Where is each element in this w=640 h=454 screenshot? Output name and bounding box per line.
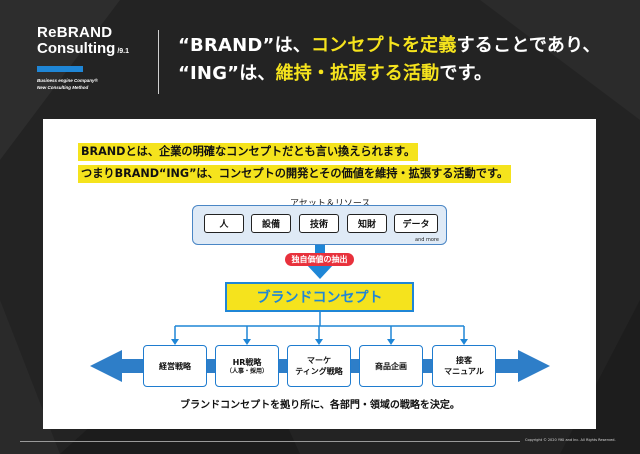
extract-value-badge: 独自価値の抽出 bbox=[285, 253, 354, 266]
brand-name-line1: ReBRAND bbox=[37, 24, 113, 41]
lead-line-2: つまりBRAND“ING”は、コンセプトの開発とその価値を維持・拡張する活動です… bbox=[78, 165, 512, 183]
tree-lines bbox=[174, 312, 465, 340]
diagram-caption: ブランドコンセプトを拠り所に、各部門・領域の戦略を決定。 bbox=[180, 400, 460, 411]
brand-tagline-1: Business engine Company® bbox=[37, 78, 98, 83]
footer-rule bbox=[20, 441, 520, 442]
brand-concept-box: ブランドコンセプト bbox=[225, 282, 414, 312]
assets-title: アセット＆リソース bbox=[290, 199, 371, 209]
strategy-box: HR戦略 （人事・採用） bbox=[215, 345, 279, 387]
strategy-box: 商品企画 bbox=[359, 345, 423, 387]
copyright-text: Copyright © 2020 YIKI and Inc. All Right… bbox=[525, 438, 616, 442]
page-headline: “BRAND”は、コンセプトを定義することであり、 “ING”は、維持・拡張する… bbox=[178, 32, 601, 88]
strategy-box: マーケ ティング戦略 bbox=[287, 345, 351, 387]
asset-item: 設備 bbox=[251, 214, 291, 233]
brand-version: /9.1 bbox=[117, 48, 130, 55]
brand-tagline-2: New Consulting Method bbox=[37, 85, 89, 90]
asset-item: 知財 bbox=[347, 214, 387, 233]
headline-line-2: “ING”は、維持・拡張する活動です。 bbox=[178, 63, 493, 84]
strategy-box: 経営戦略 bbox=[143, 345, 207, 387]
strategy-box: 接客 マニュアル bbox=[432, 345, 496, 387]
asset-item: 技術 bbox=[299, 214, 339, 233]
flow-arrow-head bbox=[306, 264, 334, 279]
assets-more: and more bbox=[415, 237, 439, 243]
asset-item: データ bbox=[394, 214, 438, 233]
asset-item: 人 bbox=[204, 214, 244, 233]
brand-logo: ReBRAND Consulting/9.1 Business engine C… bbox=[37, 25, 129, 91]
brand-bar bbox=[37, 66, 83, 72]
tree-arrowheads bbox=[171, 339, 468, 345]
header-divider bbox=[158, 30, 159, 94]
brand-name-line2: Consulting/9.1 bbox=[37, 40, 130, 57]
lead-line-1: BRANDとは、企業の明確なコンセプトだとも言い換えられます。 bbox=[78, 143, 419, 161]
headline-line-1: “BRAND”は、コンセプトを定義することであり、 bbox=[178, 35, 601, 56]
